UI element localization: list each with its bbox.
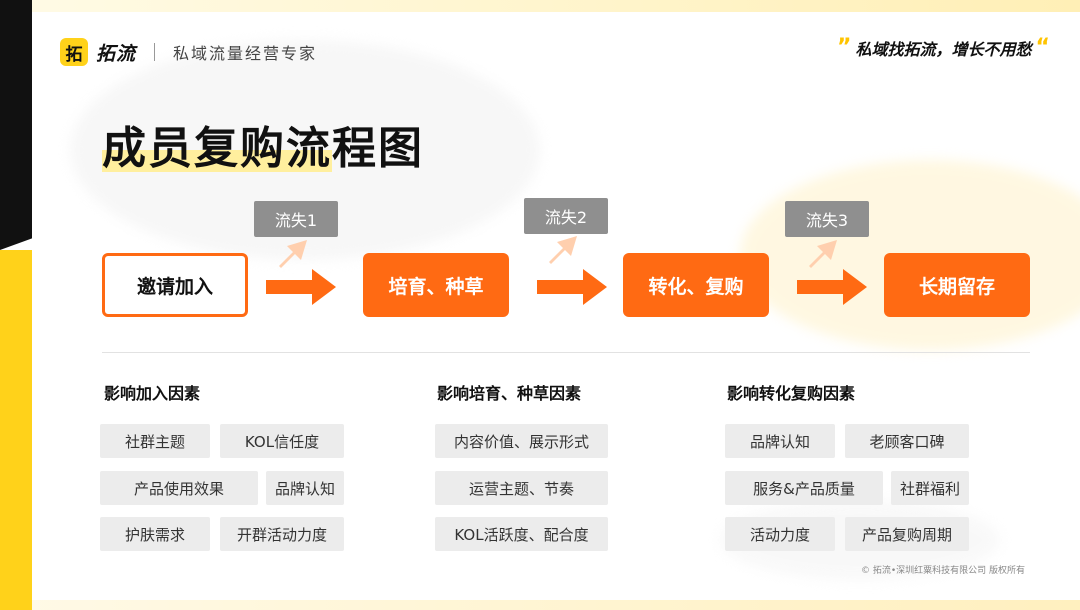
quote-close-icon: “ bbox=[1035, 35, 1050, 60]
flow-arrow-icon bbox=[266, 269, 336, 305]
factor-tag: 品牌认知 bbox=[725, 424, 835, 458]
left-black-band bbox=[0, 0, 32, 250]
copyright-text: © 拓流•深圳红粟科技有限公司 版权所有 bbox=[860, 566, 1025, 576]
flow-step-invite: 邀请加入 bbox=[102, 253, 248, 317]
logo-divider bbox=[154, 43, 156, 61]
factor-tag: 产品复购周期 bbox=[845, 517, 969, 551]
factor-tag: 运营主题、节奏 bbox=[435, 471, 608, 505]
churn-arrow-icon bbox=[279, 240, 307, 268]
logo-tagline: 私域流量经营专家 bbox=[173, 44, 318, 63]
nurture-factors-title: 影响培育、种草因素 bbox=[437, 384, 582, 403]
factor-tag: KOL信任度 bbox=[220, 424, 344, 458]
factor-tag: 产品使用效果 bbox=[100, 471, 258, 505]
factor-tag: KOL活跃度、配合度 bbox=[435, 517, 608, 551]
join-factors-title: 影响加入因素 bbox=[104, 384, 201, 403]
factor-tag: 老顾客口碑 bbox=[845, 424, 969, 458]
slogan-text: 私域找拓流，增长不用愁 bbox=[855, 40, 1032, 59]
factor-tag: 护肤需求 bbox=[100, 517, 210, 551]
loss-label-3: 流失3 bbox=[785, 201, 869, 237]
factor-tag: 开群活动力度 bbox=[220, 517, 344, 551]
factor-tag: 社群主题 bbox=[100, 424, 210, 458]
loss-label-2: 流失2 bbox=[524, 198, 608, 234]
bottom-decor-strip bbox=[32, 600, 1080, 610]
factor-tag: 品牌认知 bbox=[266, 471, 344, 505]
convert-factors-title: 影响转化复购因素 bbox=[727, 384, 856, 403]
top-decor-strip bbox=[32, 0, 1080, 12]
factor-tag: 社群福利 bbox=[891, 471, 969, 505]
brand-logo: 拓 拓流 私域流量经营专家 bbox=[60, 38, 317, 66]
flow-step-convert: 转化、复购 bbox=[623, 253, 769, 317]
quote-open-icon: ” bbox=[837, 35, 852, 60]
logo-mark-icon: 拓 bbox=[60, 38, 88, 66]
logo-name: 拓流 bbox=[96, 42, 137, 65]
section-divider bbox=[102, 352, 1030, 353]
flow-arrow-icon bbox=[537, 269, 607, 305]
loss-label-1: 流失1 bbox=[254, 201, 338, 237]
title-highlight bbox=[102, 150, 332, 172]
flow-step-nurture: 培育、种草 bbox=[363, 253, 509, 317]
flow-step-retain: 长期留存 bbox=[884, 253, 1030, 317]
churn-arrow-icon bbox=[549, 236, 577, 264]
churn-arrow-icon bbox=[809, 240, 837, 268]
page-title: 成员复购流程图 bbox=[102, 123, 424, 174]
flow-arrow-icon bbox=[797, 269, 867, 305]
factor-tag: 活动力度 bbox=[725, 517, 835, 551]
factor-tag: 内容价值、展示形式 bbox=[435, 424, 608, 458]
left-yellow-band bbox=[0, 250, 32, 610]
factor-tag: 服务&产品质量 bbox=[725, 471, 883, 505]
slogan: ” 私域找拓流，增长不用愁 “ bbox=[837, 36, 1050, 60]
